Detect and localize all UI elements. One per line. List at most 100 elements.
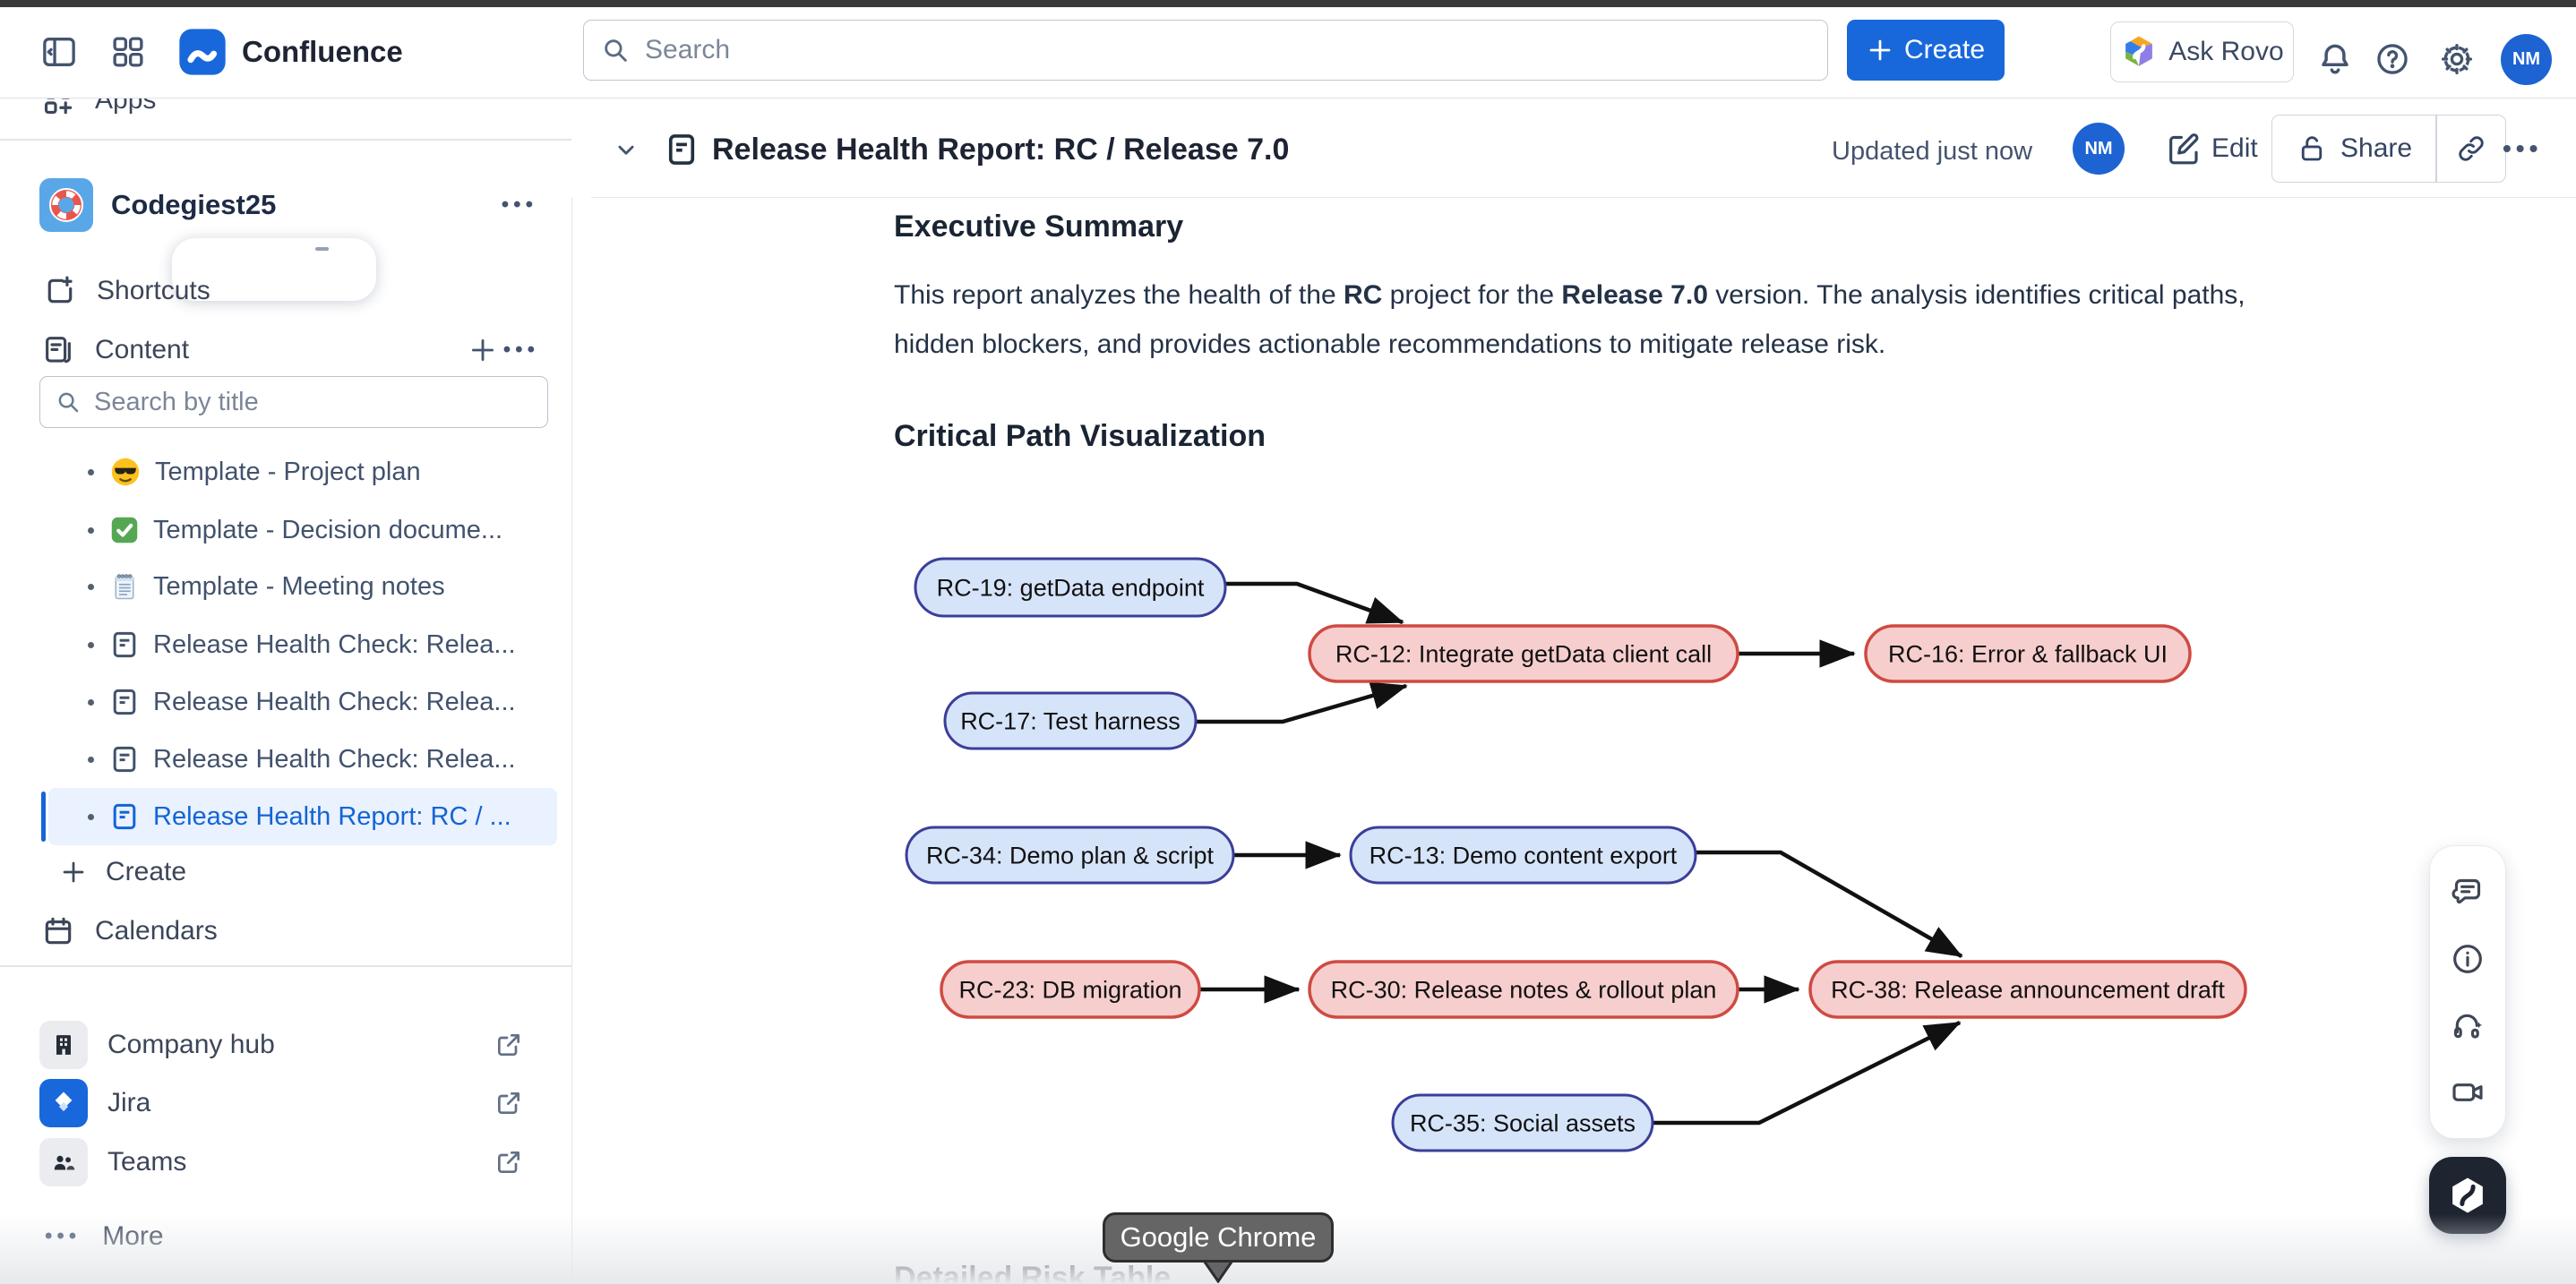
chevron-down-icon[interactable] [611,134,641,165]
list-item[interactable]: Release Health Check: Relea... [45,731,557,788]
sidebar-item-content[interactable]: Content ••• [41,330,552,370]
list-item[interactable]: Template - Project plan [45,443,557,501]
link-icon [2455,133,2487,165]
comments-icon[interactable] [2450,874,2486,910]
apps-grid-plus-icon [41,98,75,117]
page-icon [108,686,141,718]
confluence-home-link[interactable]: Confluence [177,27,403,77]
edit-button[interactable]: Edit [2165,123,2258,175]
list-item[interactable]: Release Health Check: Relea... [45,616,557,673]
bullet [88,468,94,475]
calendar-icon [41,914,75,948]
building-icon [39,1021,88,1069]
list-item[interactable]: Template - Decision docume... [45,501,557,559]
app-switcher-icon[interactable] [109,33,147,71]
create-button[interactable]: Create [1847,20,2005,81]
updated-status[interactable]: Updated just now [1832,137,2033,166]
content-add-icon[interactable] [468,335,498,365]
svg-text:RC-13: Demo content export: RC-13: Demo content export [1370,843,1678,869]
section-heading: Executive Summary [894,210,1184,244]
ask-rovo-button[interactable]: Ask Rovo [2110,21,2294,82]
rovo-listen-icon[interactable] [2450,1007,2486,1043]
content-pages-icon [41,333,75,367]
edit-pencil-icon [2165,131,2201,167]
product-name: Confluence [242,35,403,68]
settings-gear-icon[interactable] [2438,40,2476,78]
page-icon [108,800,141,833]
diagram-node-rc-12: RC-12: Integrate getData client call [1308,624,1739,683]
space-more-icon[interactable]: ••• [501,193,537,217]
sidebar-item-teams[interactable]: Teams [39,1134,550,1191]
create-button-label: Create [1903,35,1986,64]
sidebar-item-company-hub[interactable]: Company hub [39,1016,550,1074]
space-header[interactable]: Codegiest25 ••• [39,175,550,235]
rovo-logo-icon [2120,33,2158,71]
list-item[interactable]: Release Health Check: Relea... [45,673,557,731]
page-title: Release Health Report: RC / Release 7.0 [712,133,1290,167]
svg-text:RC-23: DB migration: RC-23: DB migration [958,977,1181,1004]
rovo-hexagon-icon [2447,1175,2488,1216]
section-heading: Critical Path Visualization [894,419,1267,453]
sidebar-item-calendars[interactable]: Calendars [41,903,218,960]
create-page-label: Create [106,857,187,886]
search-icon [55,389,82,415]
dock-tooltip: Google Chrome [1103,1212,1334,1263]
bullet [88,698,94,706]
emoji-notepad-icon [108,570,141,603]
global-search-input[interactable] [643,34,1811,66]
share-split-button: Share [2271,115,2506,183]
space-name: Codegiest25 [111,189,277,220]
divider [2435,116,2437,182]
ask-rovo-label: Ask Rovo [2168,37,2284,66]
content-more-icon[interactable]: ••• [502,338,539,362]
diagram-edge [1196,681,1408,724]
bullet [88,583,94,590]
calendars-label: Calendars [95,916,218,946]
people-icon [39,1138,88,1186]
content-search-input[interactable] [92,386,533,418]
section-heading-partial: Detailed Risk Table [894,1261,1172,1284]
user-avatar[interactable]: NM [2501,34,2552,85]
video-icon[interactable] [2450,1074,2486,1110]
plus-icon [59,858,88,886]
sidebar-item-shortcuts[interactable]: Shortcuts [43,271,210,311]
bullet [88,756,94,763]
diagram-node-rc-38: RC-38: Release announcement draft [1808,960,2247,1019]
floating-card-handle [315,247,329,251]
sidebar-create-page[interactable]: Create [59,847,186,897]
apps-label: Apps [95,98,157,115]
collapse-sidebar-icon[interactable] [39,32,79,72]
copy-link-button[interactable] [2437,116,2505,182]
notifications-icon[interactable] [2315,39,2355,79]
emoji-check-icon [108,514,141,546]
info-icon[interactable] [2450,941,2486,977]
bullet [88,526,94,534]
diagram-node-rc-16: RC-16: Error & fallback UI [1864,624,2192,683]
list-item[interactable]: Template - Meeting notes [45,558,557,615]
confluence-logo-icon [177,27,228,77]
teams-label: Teams [107,1147,187,1177]
sidebar-item-apps[interactable]: Apps [41,98,156,125]
share-button[interactable]: Share [2272,116,2435,182]
list-item-selected[interactable]: Release Health Report: RC / ... [48,788,557,845]
diagram-node-rc-30: RC-30: Release notes & rollout plan [1308,960,1739,1019]
sidebar-item-more[interactable]: ••• More [45,1211,164,1262]
edit-label: Edit [2211,133,2258,163]
share-label: Share [2340,133,2413,163]
help-icon[interactable] [2374,40,2411,78]
summary-paragraph: This report analyzes the health of the R… [894,280,2245,359]
sidebar-item-jira[interactable]: Jira [39,1074,550,1132]
page-content: Executive Summary This report analyzes t… [571,199,2576,1284]
global-search[interactable] [583,20,1828,81]
divider [0,139,571,141]
page-tools-rail [2429,845,2506,1139]
page-more-icon[interactable]: ••• [2503,134,2543,162]
diagram-node-rc-17: RC-17: Test harness [943,691,1198,750]
author-avatar[interactable]: NM [2073,123,2125,175]
rovo-chat-button[interactable] [2429,1157,2506,1234]
page-icon [108,743,141,775]
page-doc-icon [663,131,700,168]
svg-text:RC-16: Error & fallback UI: RC-16: Error & fallback UI [1888,641,2168,668]
content-search[interactable] [39,376,548,428]
